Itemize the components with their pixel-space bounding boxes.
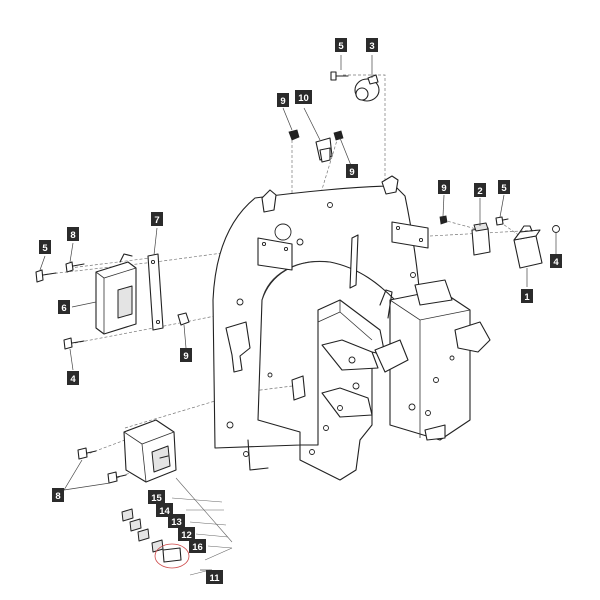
callout-label: 7 — [154, 215, 159, 226]
part-4-screw-lower-left — [63, 337, 85, 350]
part-7-strap — [147, 253, 164, 331]
main-mounting-panel — [212, 175, 421, 471]
part-2-relay — [471, 222, 491, 256]
callout-8-bottom: 8 — [52, 488, 64, 502]
part-8-screws-left — [65, 261, 127, 484]
callout-4-right: 4 — [550, 254, 562, 268]
callout-label: 8 — [55, 491, 60, 502]
callout-11: 11 — [206, 570, 223, 584]
callout-label: 1 — [524, 292, 530, 303]
fuse-leader-fan — [171, 477, 233, 576]
callout-label: 4 — [70, 374, 76, 385]
callout-leaders — [39, 55, 557, 571]
fuse-box — [123, 419, 177, 483]
part-6-module — [95, 253, 137, 335]
callout-label: 11 — [209, 573, 220, 584]
callout-1: 1 — [521, 289, 533, 303]
part-4-screw-right — [552, 225, 560, 233]
callout-label: 8 — [70, 230, 75, 241]
callout-5-left: 5 — [39, 240, 51, 254]
callout-label: 6 — [61, 303, 66, 314]
callout-5-top: 5 — [335, 38, 347, 52]
callout-6: 6 — [58, 300, 70, 314]
callout-15: 15 — [148, 490, 165, 504]
callout-label: 5 — [338, 41, 344, 52]
right-frame-assembly — [389, 279, 491, 441]
callout-label: 9 — [183, 351, 188, 362]
relay-mount-plate — [391, 221, 429, 249]
callout-label: 5 — [501, 183, 507, 194]
callout-9-top-left: 9 — [277, 93, 289, 107]
callout-2: 2 — [474, 183, 486, 197]
callout-label: 13 — [171, 517, 182, 528]
fuse-set — [121, 508, 190, 569]
callout-12: 12 — [178, 527, 195, 541]
callout-label: 12 — [181, 530, 192, 541]
callout-label: 9 — [280, 96, 285, 107]
callout-label: 9 — [441, 183, 446, 194]
callout-5-right: 5 — [498, 180, 510, 194]
part-5-screw-right — [495, 216, 509, 226]
callout-label: 5 — [42, 243, 48, 254]
callout-label: 10 — [298, 93, 309, 104]
callout-10: 10 — [295, 90, 312, 104]
callout-14: 14 — [156, 503, 173, 517]
part-1-relay — [513, 225, 543, 269]
callout-label: 16 — [192, 542, 203, 553]
front-bracket — [299, 289, 409, 481]
callout-label: 14 — [159, 506, 170, 517]
callout-label: 2 — [477, 186, 482, 197]
part-5-screw-left — [35, 269, 57, 283]
callout-label: 3 — [369, 41, 374, 52]
part-3-bushing — [354, 74, 380, 102]
callout-label: 4 — [553, 257, 559, 268]
part-10-bracket — [315, 137, 333, 163]
part-9-nuts — [177, 129, 448, 326]
callout-label: 15 — [151, 493, 162, 504]
callout-label: 9 — [349, 167, 354, 178]
part-5-screw-top — [330, 71, 349, 81]
callout-7: 7 — [151, 212, 163, 226]
callout-16: 16 — [189, 539, 206, 553]
callout-9-right: 9 — [438, 180, 450, 194]
callout-9-left: 9 — [180, 348, 192, 362]
callout-8-top: 8 — [67, 227, 79, 241]
callout-3: 3 — [366, 38, 378, 52]
callout-9-mid: 9 — [346, 164, 358, 178]
callout-13: 13 — [168, 514, 185, 528]
callout-4-left: 4 — [67, 371, 79, 385]
